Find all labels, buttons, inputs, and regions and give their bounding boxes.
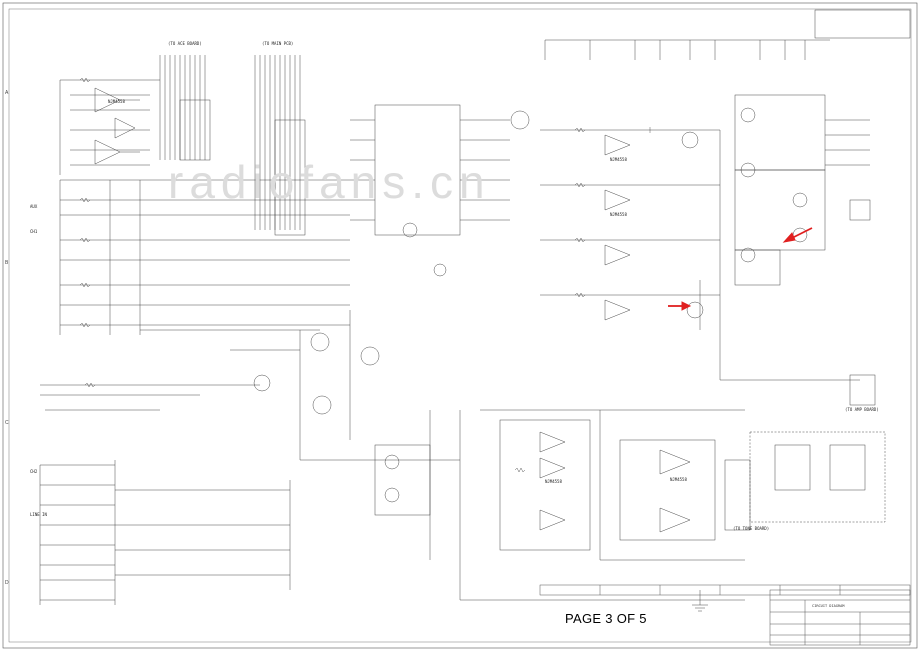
input-label-line-in: LINE IN <box>30 512 47 517</box>
ic-label-u5: NJM4558 <box>670 477 687 482</box>
border-marker-c: C <box>5 420 9 426</box>
input-label-ch2: CH2 <box>30 469 38 474</box>
input-label-ch1: CH1 <box>30 229 38 234</box>
connector-label-main: (TO MAIN PCB) <box>262 41 294 46</box>
connector-label-tone: (TO TONE BOARD) <box>733 526 770 531</box>
ic-label-u3: NJM4558 <box>610 212 627 217</box>
border-marker-b: B <box>5 260 9 266</box>
title-block <box>539 584 911 646</box>
page-label: PAGE 3 OF 5 <box>565 611 647 626</box>
ic-label-u2: NJM4558 <box>610 157 627 162</box>
sheet-border-inner <box>8 8 912 643</box>
border-marker-d: D <box>5 580 9 586</box>
ic-label-u1: NJM4558 <box>108 99 125 104</box>
connector-label-amp: (TO AMP BOARD) <box>845 407 879 412</box>
connector-label-ace: (TO ACE BOARD) <box>168 41 202 46</box>
watermark-text: radiofans.cn <box>168 156 491 208</box>
wiring <box>39 9 911 612</box>
red-arrows <box>668 227 813 311</box>
components <box>79 77 651 473</box>
input-label-aux: AUX <box>30 204 38 209</box>
title-block-title: CIRCUIT DIAGRAM <box>812 604 845 608</box>
border-marker-a: A <box>5 90 9 96</box>
ic-label-u4: NJM4558 <box>545 479 562 484</box>
